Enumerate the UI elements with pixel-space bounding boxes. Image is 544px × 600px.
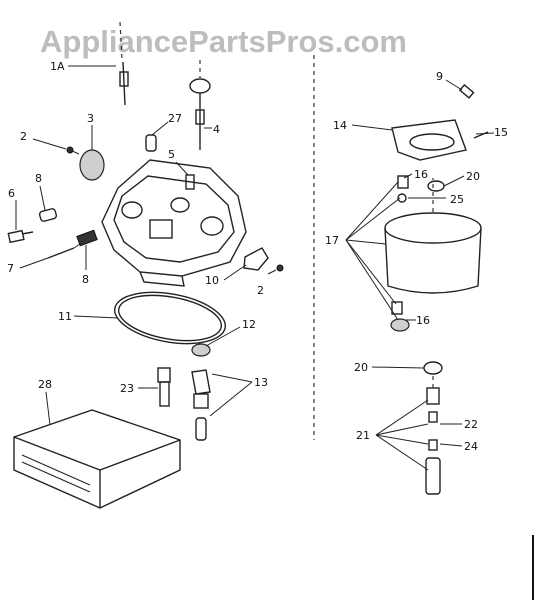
part-6-screw (7, 229, 34, 244)
part-23-jet (157, 367, 171, 407)
part-2-screw-top (66, 146, 80, 155)
callout-8-upper: 8 (35, 172, 42, 185)
part-28-filter-pad (13, 409, 181, 509)
callout-2-lower: 2 (257, 284, 264, 297)
part-21-stack (425, 376, 441, 495)
part-8-spring-upper (38, 208, 58, 222)
callout-8-lower: 8 (82, 273, 89, 286)
callout-16-upper: 16 (414, 168, 428, 181)
callout-22: 22 (464, 418, 478, 431)
callout-17: 17 (325, 234, 339, 247)
callout-4: 4 (213, 123, 220, 136)
part-25 (397, 193, 407, 203)
part-13-fittings (191, 369, 211, 441)
part-12-small-gasket (191, 343, 211, 357)
part-7-needle (47, 229, 98, 259)
part-16-top (397, 175, 409, 189)
callout-20-upper: 20 (466, 170, 480, 183)
callout-21: 21 (356, 429, 370, 442)
callout-5: 5 (168, 148, 175, 161)
part-20-top (427, 180, 445, 192)
callout-10: 10 (205, 274, 219, 287)
callout-27: 27 (168, 112, 182, 125)
callout-12: 12 (242, 318, 256, 331)
part-3-choke-plate (79, 149, 105, 181)
part-14-cover (391, 119, 467, 161)
callout-7: 7 (7, 262, 14, 275)
callout-1a: 1A (50, 60, 65, 73)
callout-23: 23 (120, 382, 134, 395)
callout-9: 9 (436, 70, 443, 83)
part-2-screw-lower (267, 264, 284, 275)
callout-16-lower: 16 (416, 314, 430, 327)
part-27 (145, 134, 157, 152)
callout-28: 28 (38, 378, 52, 391)
part-16-lower (391, 301, 403, 315)
part-11-gasket-inner (117, 294, 223, 342)
part-20-washer (423, 361, 443, 375)
part-1a-shaft (119, 21, 129, 106)
callout-25: 25 (450, 193, 464, 206)
callout-20-lower: 20 (354, 361, 368, 374)
part-10-bracket (243, 247, 269, 271)
callout-6: 6 (8, 187, 15, 200)
part-15-pin (473, 131, 489, 139)
callout-13: 13 (254, 376, 268, 389)
carburetor-body (101, 159, 247, 287)
callout-2-upper: 2 (20, 130, 27, 143)
part-4-throttle-shaft (189, 60, 211, 150)
callout-3: 3 (87, 112, 94, 125)
part-9-screw (458, 83, 475, 99)
part-11-gasket (113, 291, 227, 345)
callout-24: 24 (464, 440, 478, 453)
callout-15: 15 (494, 126, 508, 139)
watermark-text: AppliancePartsPros.com (40, 24, 407, 59)
part-17-float-bowl (384, 178, 482, 294)
leader-lines (15, 65, 495, 471)
callout-14: 14 (333, 119, 347, 132)
callout-11: 11 (58, 310, 72, 323)
part-16-cap (390, 318, 410, 332)
